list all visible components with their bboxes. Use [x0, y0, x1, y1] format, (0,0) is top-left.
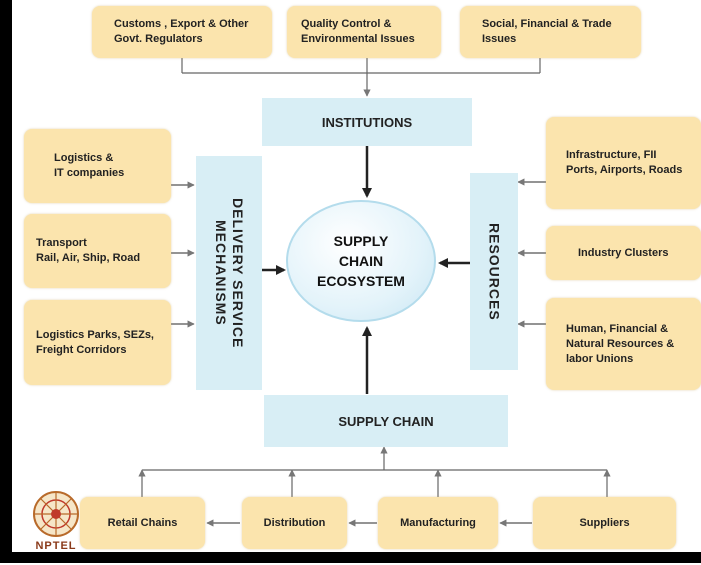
right-box-industry-clusters-label: Industry Clusters [578, 246, 669, 259]
left-border [0, 0, 12, 563]
supply-chain-ecosystem-label: SUPPLY CHAIN ECOSYSTEM [317, 233, 405, 289]
top-box-quality: Quality Control & Environmental Issues [287, 6, 441, 58]
top-box-quality-label: Quality Control & Environmental Issues [301, 18, 415, 45]
nptel-logo: NPTEL [30, 488, 82, 560]
top-box-regulators: Customs , Export & Other Govt. Regulator… [92, 6, 272, 58]
top-box-social: Social, Financial & Trade Issues [460, 6, 641, 58]
right-box-infrastructure: Infrastructure, FII Ports, Airports, Roa… [546, 117, 701, 209]
delivery-mechanisms-box: DELIVERY SERVICE MECHANISMS [196, 156, 262, 390]
bottom-border [0, 552, 701, 563]
left-box-logistics-parks: Logistics Parks, SEZs, Freight Corridors [24, 300, 171, 385]
right-box-human-resources-label: Human, Financial & Natural Resources & l… [566, 322, 675, 365]
top-box-social-label: Social, Financial & Trade Issues [482, 18, 612, 45]
institutions-label: INSTITUTIONS [321, 114, 413, 130]
bottom-box-manufacturing: Manufacturing [378, 497, 498, 549]
bottom-box-distribution: Distribution [242, 497, 347, 549]
left-box-logistics-parks-label: Logistics Parks, SEZs, Freight Corridors [36, 328, 154, 356]
bottom-box-distribution-label: Distribution [263, 516, 326, 529]
top-box-regulators-label: Customs , Export & Other Govt. Regulator… [114, 18, 249, 45]
bottom-box-suppliers: Suppliers [533, 497, 676, 549]
supply-chain-ecosystem: SUPPLY CHAIN ECOSYSTEM [286, 200, 436, 322]
supply-chain-label: SUPPLY CHAIN [338, 413, 434, 429]
bottom-box-retail-chains: Retail Chains [80, 497, 205, 549]
resources-box: RESOURCES [470, 173, 518, 370]
left-box-transport-label: Transport Rail, Air, Ship, Road [36, 237, 141, 264]
left-box-logistics-it: Logistics & IT companies [24, 129, 171, 203]
nptel-emblem-icon [33, 491, 79, 537]
right-box-industry-clusters: Industry Clusters [546, 226, 701, 280]
supply-chain-box: SUPPLY CHAIN [264, 395, 508, 447]
right-box-human-resources: Human, Financial & Natural Resources & l… [546, 298, 701, 390]
bottom-box-manufacturing-label: Manufacturing [400, 516, 476, 529]
left-box-logistics-it-label: Logistics & IT companies [54, 152, 125, 179]
delivery-mechanisms-label: DELIVERY SERVICE MECHANISMS [213, 197, 246, 349]
left-box-transport: Transport Rail, Air, Ship, Road [24, 214, 171, 288]
bottom-box-retail-chains-label: Retail Chains [107, 516, 178, 529]
bottom-box-suppliers-label: Suppliers [579, 516, 630, 529]
institutions-box: INSTITUTIONS [262, 98, 472, 146]
resources-label: RESOURCES [486, 222, 503, 321]
nptel-logo-text: NPTEL [35, 540, 77, 552]
right-box-infrastructure-label: Infrastructure, FII Ports, Airports, Roa… [566, 149, 683, 176]
